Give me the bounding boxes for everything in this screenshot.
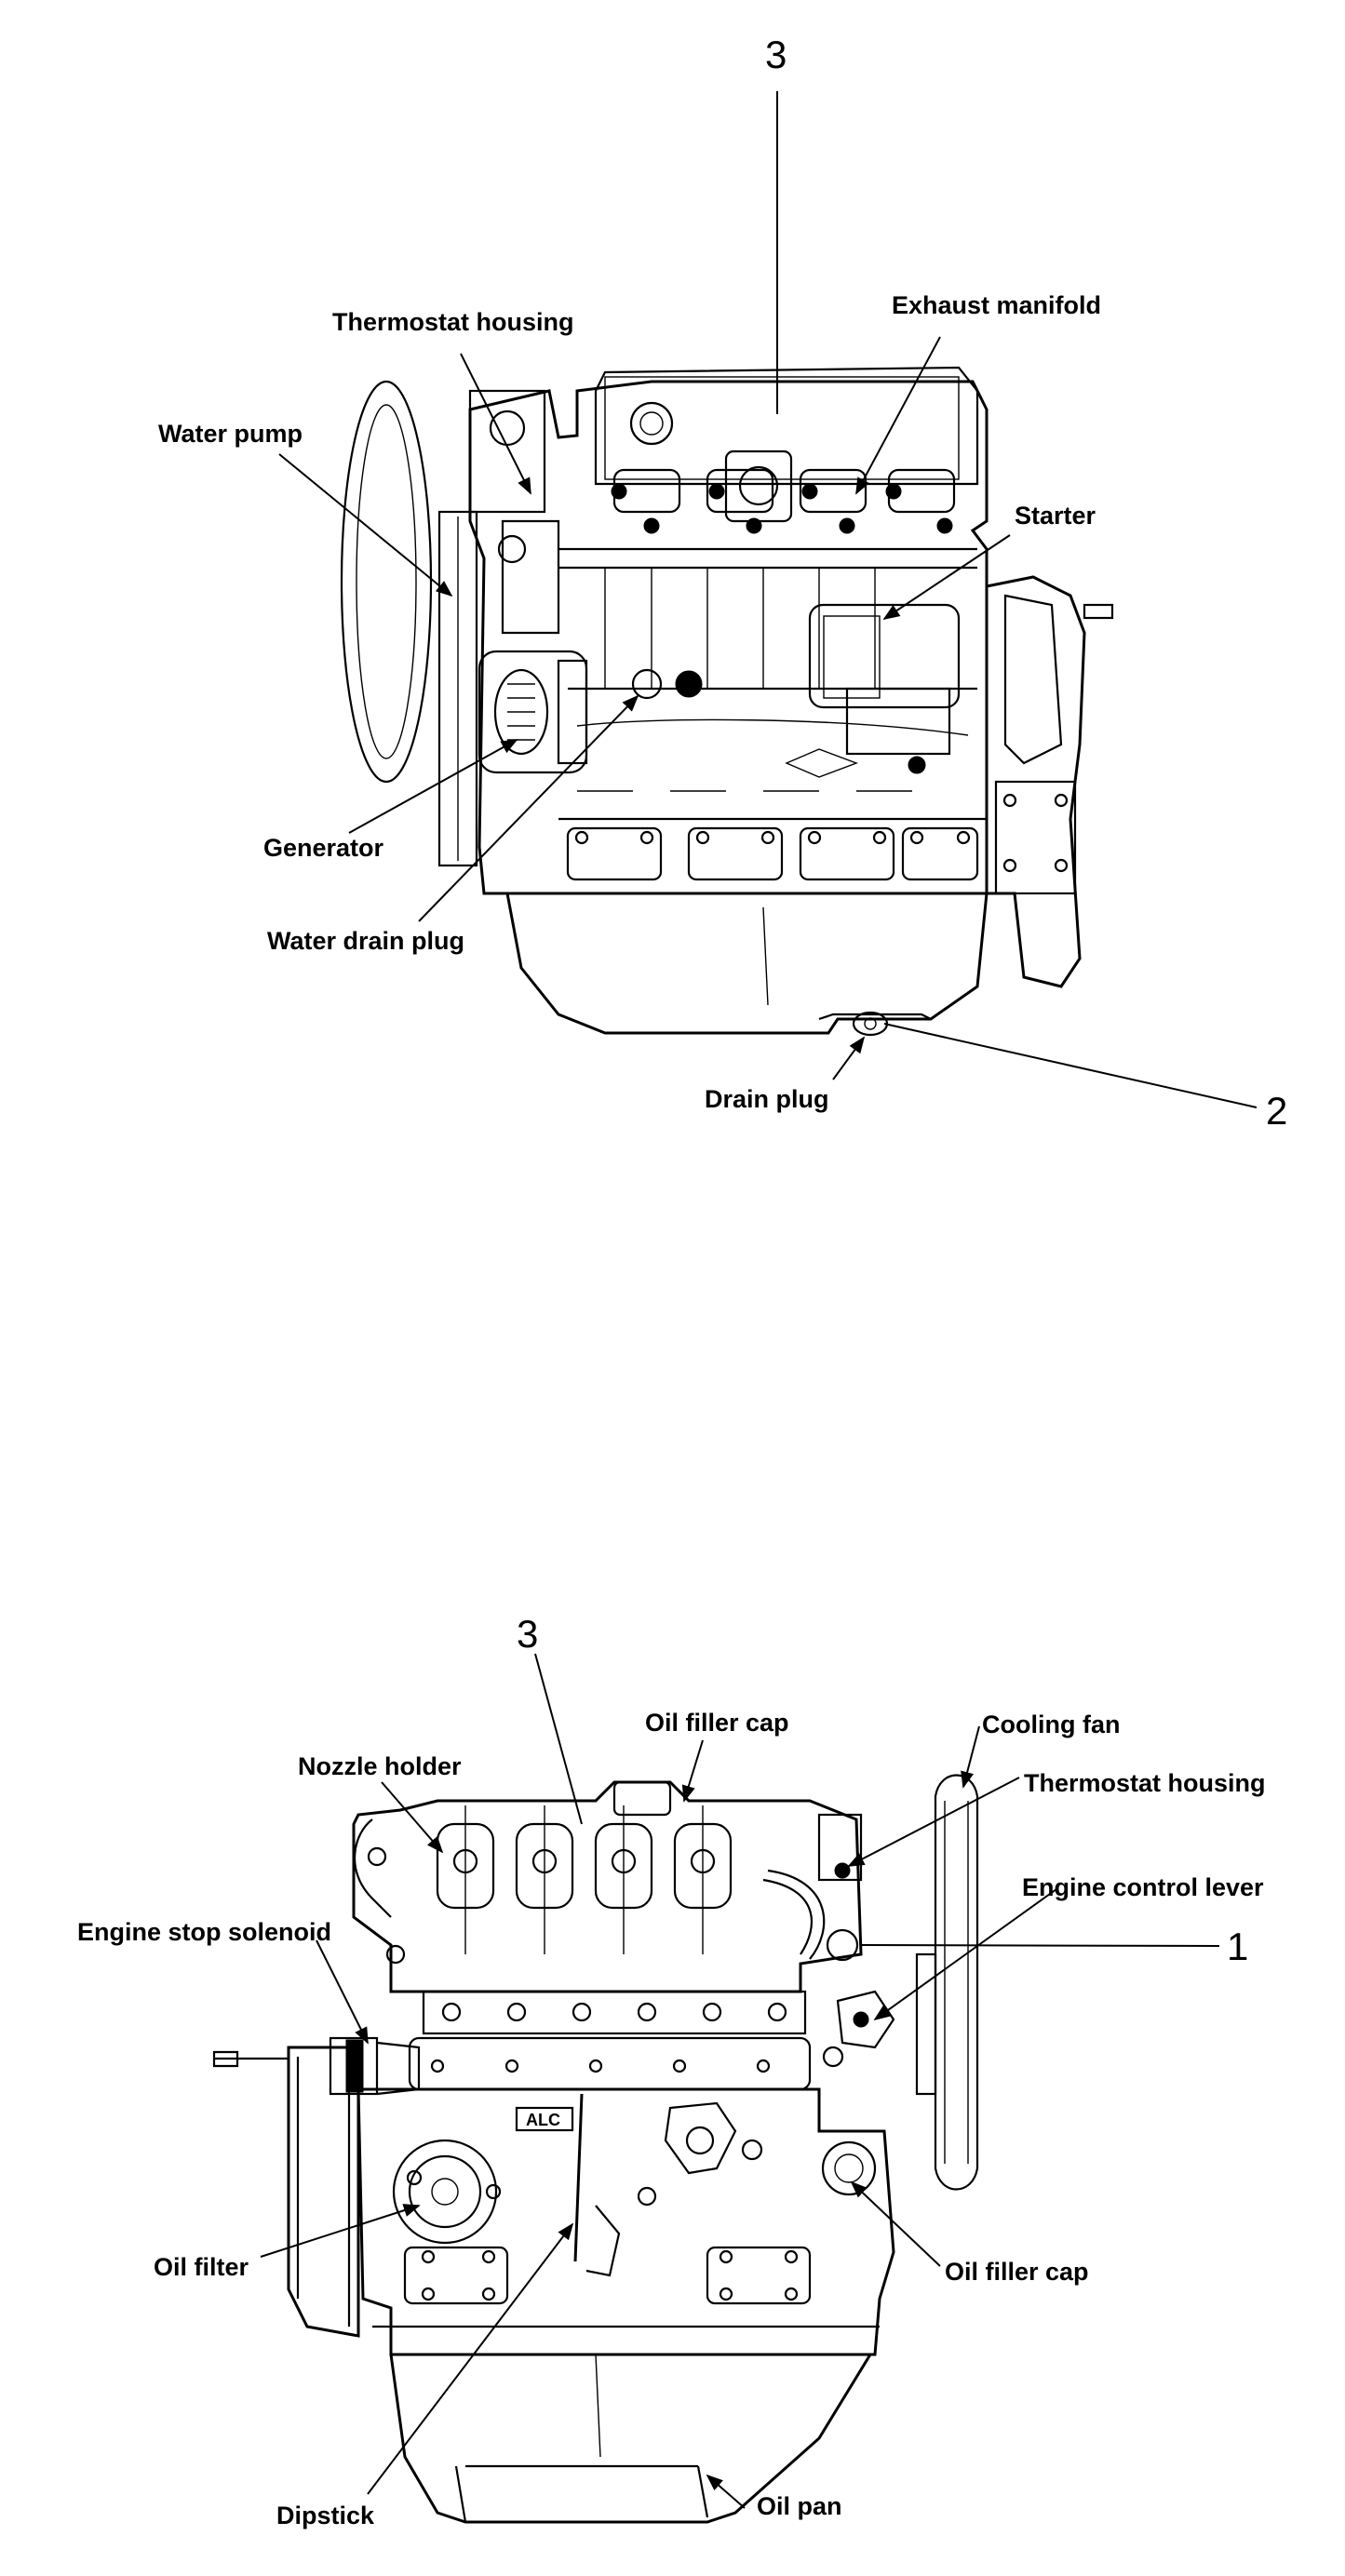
top-fan-pulley [340,380,478,867]
nozzle-holder-leader [381,1781,444,1854]
oil-filler-cap-side-leader [850,2180,941,2267]
label-generator: Generator [263,834,384,862]
top-labels: 3 2 Thermostat housing Exhaust manifold … [158,33,1287,1133]
label-oil-filler-cap-side: Oil filler cap [945,2258,1089,2286]
callout-2: 2 [1266,1089,1287,1133]
label-oil-filler-cap-top: Oil filler cap [645,1709,789,1737]
bottom-engine-drawing: ALC [212,1774,979,2524]
callout-3-top: 3 [765,33,787,76]
bottom-cooling-fan [915,1774,979,2191]
label-water-drain-plug: Water drain plug [267,927,464,955]
label-drain-plug: Drain plug [705,1085,829,1113]
callout-3-bottom-line [534,1653,583,1825]
bottom-injection-pump [408,1990,812,2091]
top-water-pump-body [468,389,560,635]
label-engine-stop-solenoid: Engine stop solenoid [77,1918,331,1946]
thermostat-leader [460,353,531,495]
starter-leader [882,534,1011,620]
label-water-pump: Water pump [158,420,303,448]
bottom-cylinder-head [352,1780,863,1993]
top-leader-lines [278,91,1258,1108]
bottom-labels: 3 1 Oil filler cap Cooling fan Nozzle ho… [77,1612,1266,2529]
engine-stop-solenoid-leader [316,1939,369,2045]
oil-pan-leader [706,2474,746,2509]
oil-filler-cap-top-leader [681,1739,704,1803]
engine-control-lever-leader [873,1888,1057,2021]
label-exhaust-manifold: Exhaust manifold [892,291,1101,319]
top-generator-body [477,650,588,774]
drain-plug-leader [832,1036,866,1080]
dipstick-leader [367,2222,574,2495]
label-nozzle-holder: Nozzle holder [298,1752,462,1780]
top-crankcase-details [558,790,987,881]
top-engine-block [468,366,1114,1037]
label-cooling-fan: Cooling fan [982,1711,1120,1738]
water-pump-leader [278,453,453,597]
bottom-leader-lines [260,1653,1220,2509]
bottom-control-lever [822,1990,895,2068]
callout-1-line [860,1944,1220,1947]
top-block-ribs [558,547,977,778]
bottom-engine-block: ALC [356,2087,895,2356]
label-starter: Starter [1015,502,1096,530]
label-dipstick: Dipstick [276,2502,375,2529]
top-engine-drawing [340,366,1114,1037]
water-drain-leader [418,694,639,922]
label-thermostat-housing-top: Thermostat housing [332,308,574,336]
label-oil-filter: Oil filter [154,2253,249,2281]
top-manifold-ports [612,449,956,523]
thermostat-housing-bottom-leader [847,1777,1020,1867]
bottom-oil-pan [389,2354,872,2524]
alc-plate-text: ALC [526,2111,560,2129]
top-head-bolts [611,401,953,534]
label-engine-control-lever: Engine control lever [1022,1873,1264,1901]
label-thermostat-housing-bottom: Thermostat housing [1024,1769,1266,1797]
exhaust-leader [855,336,941,495]
bottom-nozzle-holders [436,1805,733,1954]
bottom-stop-solenoid [329,2036,421,2096]
top-bellhousing [986,575,1114,988]
callout-3-bottom: 3 [517,1612,538,1656]
generator-leader [348,739,518,834]
cooling-fan-leader [961,1725,980,1789]
top-oil-pan [505,892,989,1037]
callout-1: 1 [1227,1925,1248,1968]
callout-2-line [883,1023,1258,1108]
top-starter-body [808,603,961,774]
top-water-drain-plug-shape [631,668,663,700]
bottom-flywheel-housing [212,2046,360,2338]
label-oil-pan: Oil pan [757,2492,842,2520]
oil-filter-leader [260,2204,421,2258]
